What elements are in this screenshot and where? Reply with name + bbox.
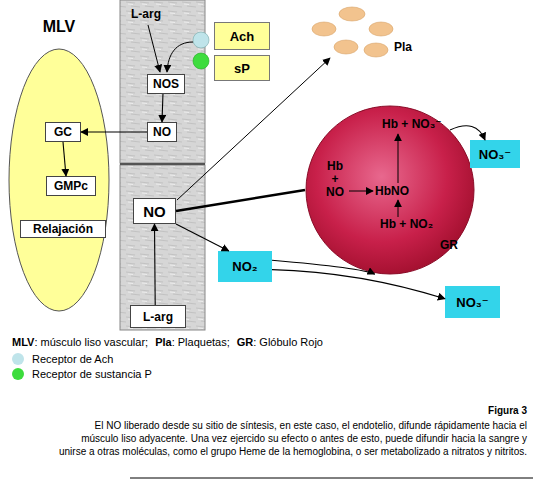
process-box: Relajación	[20, 220, 106, 238]
node-text: Hb + NO₃⁻	[382, 117, 442, 131]
endothelium-cell	[120, 165, 205, 330]
connector-arrow	[272, 270, 445, 299]
figure-title: Figura 3	[488, 405, 527, 416]
abbreviation-text: : Glóbulo Rojo	[253, 336, 323, 348]
abbreviation-line: MLV: músculo liso vascular; Pla: Plaqueta…	[12, 336, 330, 348]
node-text: NOS	[153, 77, 179, 91]
node-text: GC	[54, 125, 72, 139]
platelets	[312, 7, 393, 57]
node-text: GMPc	[54, 179, 88, 193]
cell-ellipse: MLV GC GMPcRelajación	[8, 20, 110, 312]
connector-arrow	[176, 224, 229, 251]
process-box: GMPc	[46, 176, 96, 196]
process-box: GC	[45, 122, 81, 142]
part-label: Pla	[394, 40, 412, 54]
process-box: NO₂	[218, 251, 272, 282]
platelet	[334, 40, 358, 54]
node-text: MLV	[8, 20, 110, 33]
legend-swatch	[12, 368, 24, 380]
connector-arrow	[161, 94, 163, 122]
endothelium-cell	[120, 0, 205, 163]
connector-arrow	[154, 224, 156, 305]
legend-item: Receptor de sustancia P	[12, 368, 152, 380]
rule-line	[130, 478, 533, 479]
process-box: NO₃⁻	[445, 286, 500, 318]
legend-swatch	[12, 353, 24, 365]
node-text: NO	[143, 203, 166, 220]
node-text: Relajación	[33, 222, 93, 236]
process-box: NO₃⁻	[470, 140, 520, 168]
node-text: Hb + NO	[322, 160, 348, 199]
signal-arrow	[167, 42, 193, 72]
part-label: L-arg	[131, 7, 161, 21]
platelet	[339, 7, 365, 21]
node-text: Hb + NO₂	[380, 217, 433, 231]
node-text: L-arg	[143, 310, 173, 324]
node-text: NO₃⁻	[479, 147, 511, 162]
legend-text: Receptor de Ach	[32, 353, 113, 365]
connector-arrow	[176, 190, 305, 211]
substrate-arrow	[148, 25, 160, 72]
process-box: NOS	[147, 74, 185, 94]
abbreviation-text: : músculo liso vascular;	[34, 336, 148, 348]
process-box: sP	[214, 55, 270, 81]
node-text: GR	[440, 238, 458, 252]
legend-text: Receptor de sustancia P	[32, 368, 152, 380]
platelet	[364, 43, 388, 57]
sp-receptor	[193, 53, 209, 69]
platelet	[312, 22, 336, 36]
node-text: NO₃⁻	[456, 295, 488, 310]
circle-shape	[306, 106, 474, 274]
node-text: Ach	[230, 29, 255, 44]
figure-caption: El NO liberado desde su sitio de síntesi…	[57, 419, 527, 458]
ach-receptor	[193, 32, 209, 48]
abbreviation-text: Pla	[155, 336, 172, 348]
abbreviation-text: MLV	[12, 336, 34, 348]
red-blood-cell: Hb + NO₃⁻ Hb + NO HbNO Hb + NO₂ GR	[305, 105, 475, 275]
cell-junction	[120, 163, 205, 165]
process-box: NO	[133, 198, 176, 224]
ellipse-shape	[9, 49, 109, 311]
node-text: HbNO	[375, 184, 409, 198]
legend-item: Receptor de Ach	[12, 353, 113, 365]
node-text: NO₂	[232, 259, 257, 274]
node-text: NO	[153, 125, 171, 139]
platelet	[369, 22, 393, 36]
abbreviation-text: : Plaquetas;	[172, 336, 230, 348]
abbreviation-text: GR	[237, 336, 254, 348]
process-box: Ach	[214, 22, 270, 50]
node-text: sP	[234, 61, 250, 76]
process-box: L-arg	[130, 305, 186, 328]
process-box: NO	[147, 122, 177, 142]
